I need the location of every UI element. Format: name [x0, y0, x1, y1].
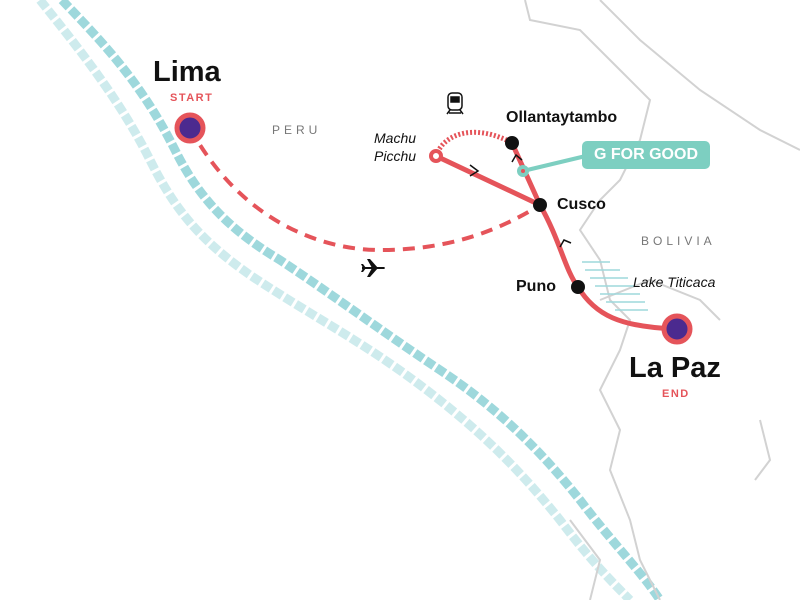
lake-label: Lake Titicaca	[633, 274, 716, 290]
direction-arrows	[469, 153, 572, 248]
cusco-marker[interactable]	[533, 198, 547, 212]
country-label-peru: PERU	[272, 123, 322, 137]
badge-connector	[522, 153, 591, 173]
g-for-good-badge[interactable]: G FOR GOOD	[582, 141, 710, 169]
lima-marker[interactable]	[174, 112, 206, 144]
start-tag: START	[170, 92, 214, 104]
stop-label-cusco: Cusco	[557, 196, 606, 213]
airplane-icon	[361, 259, 385, 277]
la-paz-marker[interactable]	[661, 313, 693, 345]
puno-marker[interactable]	[571, 280, 585, 294]
start-city-label: Lima	[153, 56, 221, 88]
machu-picchu-label-1: Machu	[374, 130, 417, 146]
machu-picchu-label-2: Picchu	[374, 148, 417, 164]
train-route	[433, 129, 514, 158]
flight-route	[188, 127, 542, 253]
machu-picchu-marker[interactable]	[429, 149, 443, 163]
country-label-bolivia: BOLIVIA	[641, 234, 716, 248]
train-icon	[446, 92, 464, 115]
ollantaytambo-marker[interactable]	[505, 136, 519, 150]
lake-titicaca	[582, 261, 648, 311]
stop-label-ollantaytambo: Ollantaytambo	[506, 109, 618, 126]
coastline	[36, 0, 664, 600]
stop-label-puno: Puno	[516, 278, 556, 295]
end-tag: END	[662, 388, 690, 400]
end-city-label: La Paz	[629, 352, 721, 384]
country-borders	[524, 0, 800, 600]
